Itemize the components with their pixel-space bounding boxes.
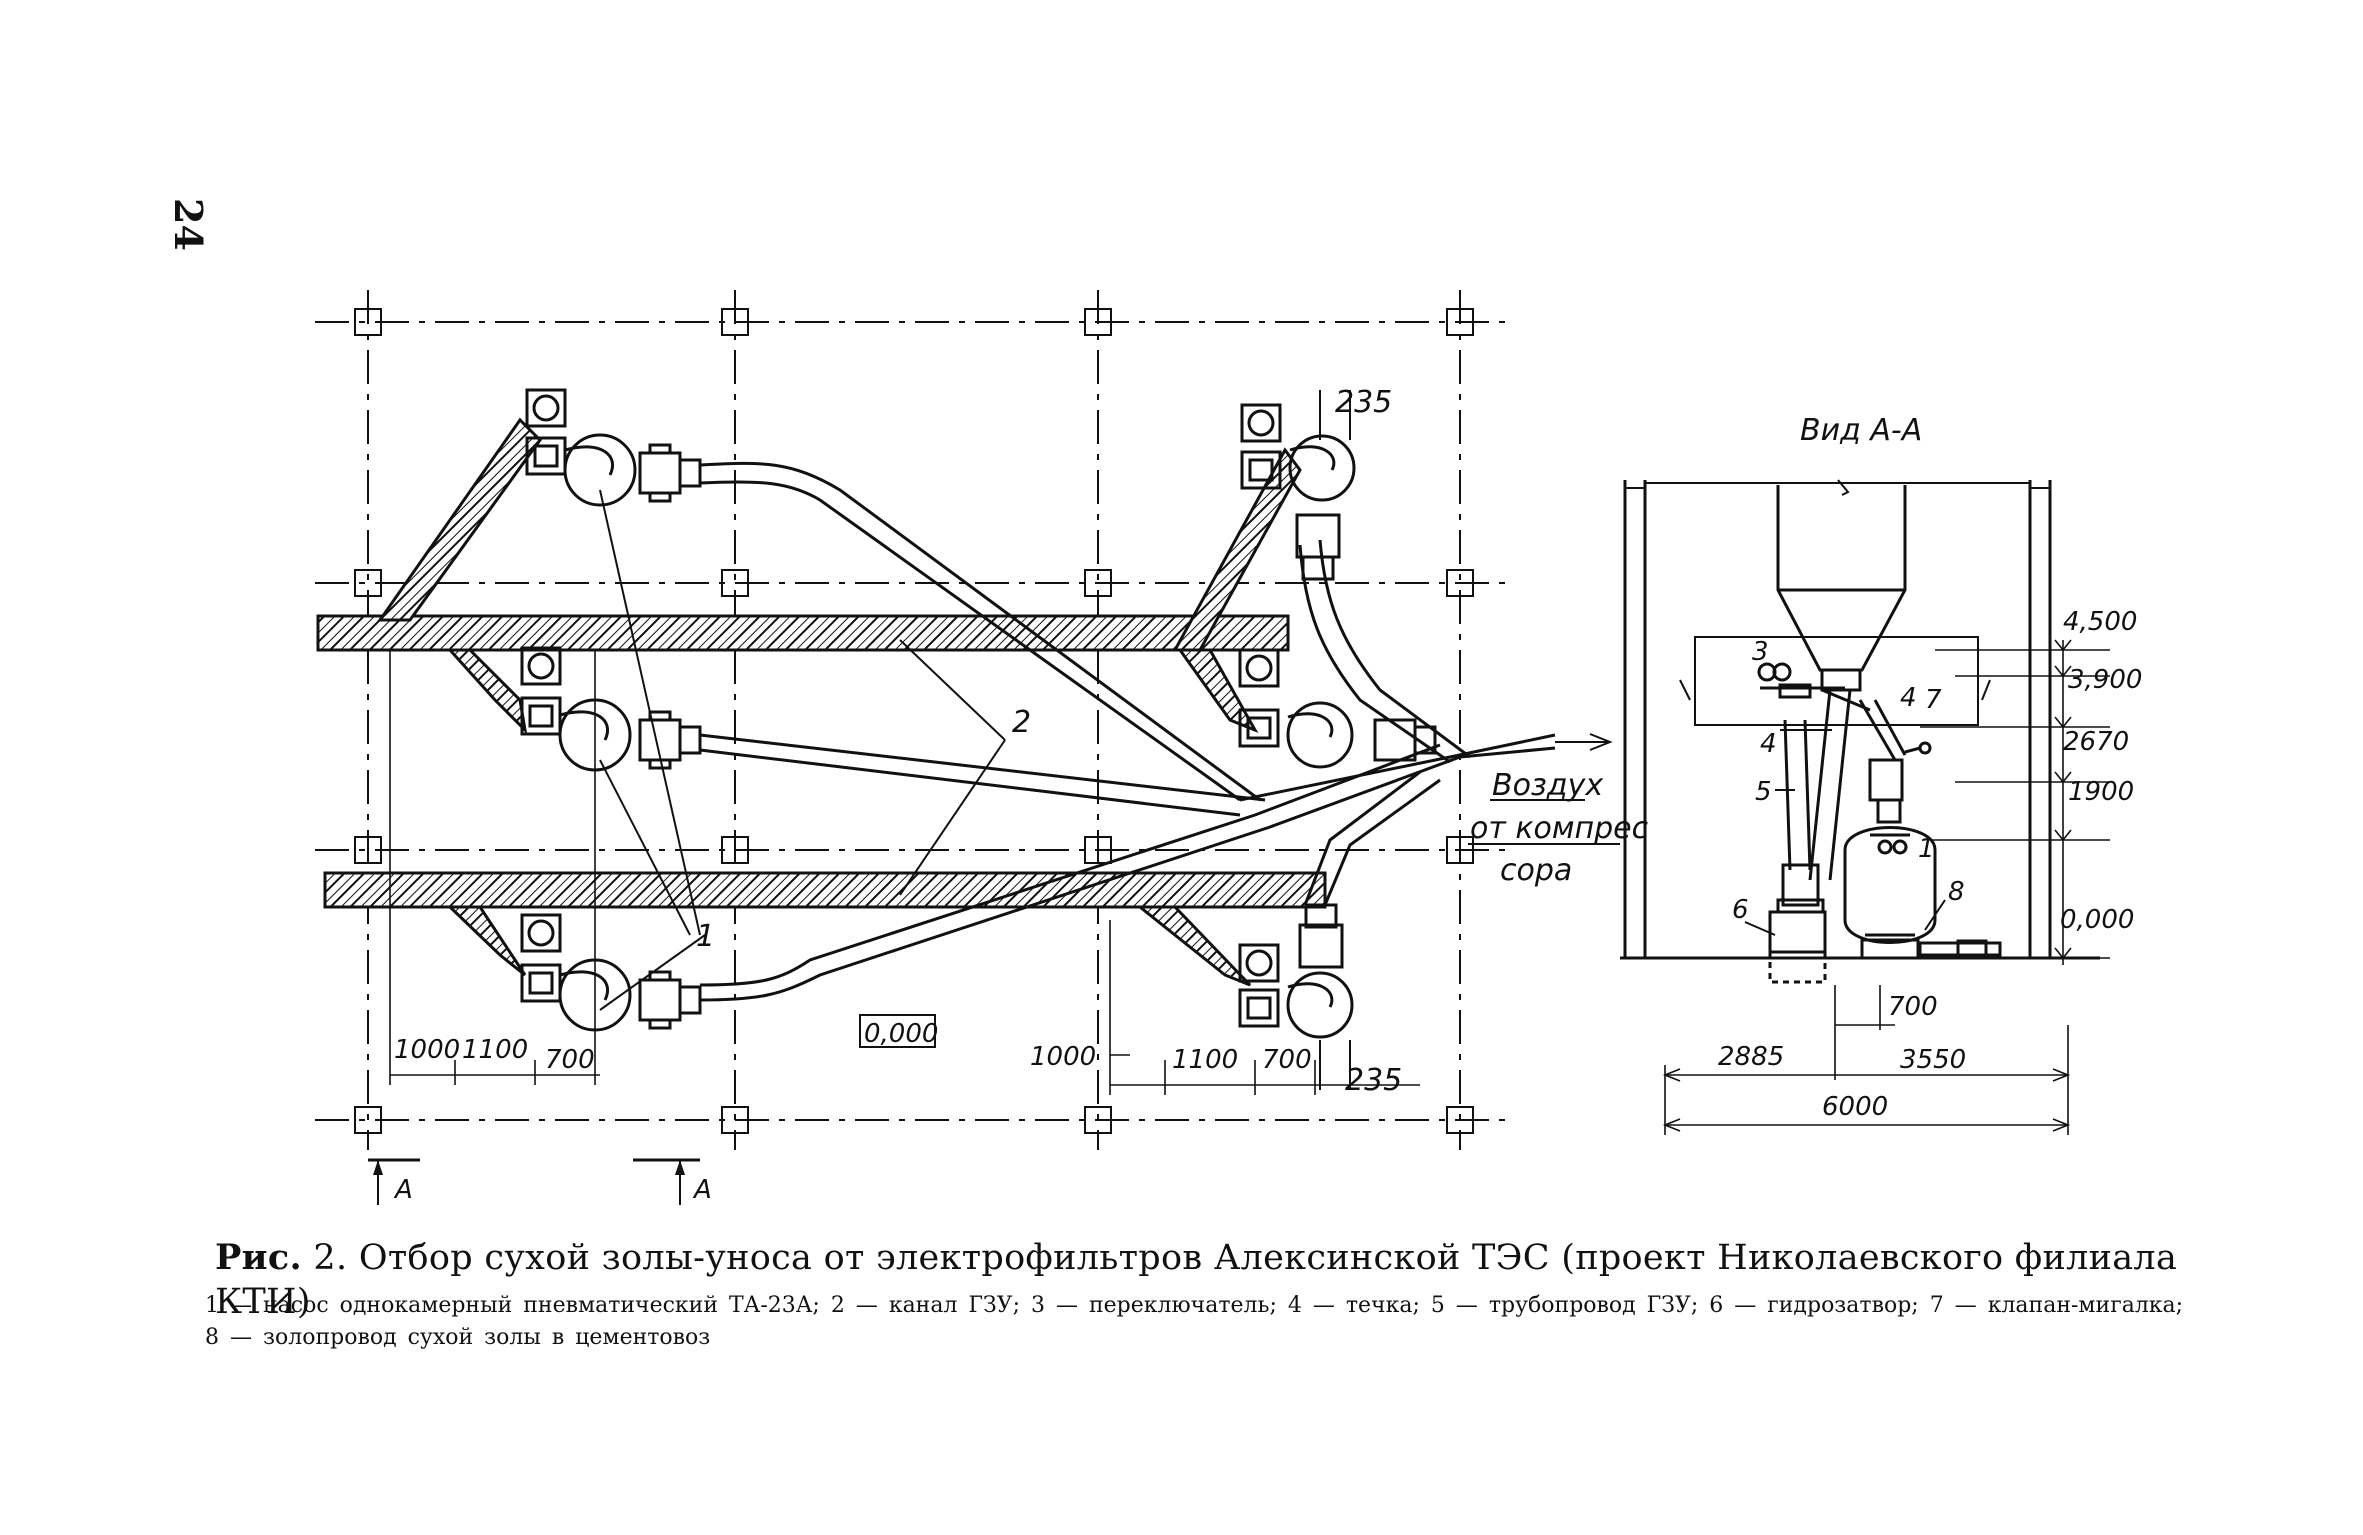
part-4a: 4 [1900,683,1917,713]
figure-caption: Рис. 2. Отбор сухой золы-уноса от электр… [215,1236,2205,1324]
plan-dimensions-left: 1000 1100 700 [389,650,600,1085]
label-pump-1: 1 [696,919,715,954]
part-7: 7 [1925,685,1942,715]
caption-prefix: Рис. [215,1237,302,1278]
section-mark-a-1: A [393,1175,413,1205]
level-marks: 4,500 3,900 2670 1900 0,000 [1920,607,2142,965]
dim-left-700: 700 [545,1045,595,1075]
level-box [859,1014,936,1048]
dim-700-section: 700 [1888,992,1938,1022]
leader-lines [599,390,1351,1090]
dim-right-1000: 1000 [1030,1042,1096,1072]
part-8: 8 [1948,877,1965,907]
level-4500: 4,500 [2063,607,2137,637]
dim-3550: 3550 [1900,1045,1966,1075]
service-platform [1694,636,1979,726]
grid-axes [315,290,1510,1150]
part-numbers: 3 4 7 4 5 1 6 8 [1679,637,1991,936]
air-label-line3: сора [1500,853,1572,888]
hydro-seal-6 [1768,910,1827,984]
plan-view: 235 235 2 1 0,000 1000 1100 700 1000 110… [315,290,1649,1205]
label-235-top: 235 [1335,385,1392,420]
part-4b: 4 [1760,729,1777,759]
dim-left-1100: 1100 [462,1035,528,1065]
level-3900: 3,900 [2068,665,2142,695]
level-0000: 0,000 [2060,905,2134,935]
column-markers [354,308,1474,1134]
section-mark-a-2: A [692,1175,712,1205]
legend-text: 1 — насос однокамерный пневматический ТА… [205,1293,2184,1350]
section-marks: A A [368,1158,712,1205]
section-walls [1620,480,2100,960]
dim-left-1000: 1000 [394,1035,460,1065]
dim-2885: 2885 [1718,1042,1784,1072]
page-number: 24 [166,198,211,251]
plan-dimensions-right: 1000 1100 700 [1030,920,1420,1095]
switch-and-chute [1757,662,1932,881]
dim-right-700: 700 [1262,1045,1312,1075]
caption-text: Отбор сухой золы-уноса от электрофильтро… [215,1238,2178,1322]
section-title: Вид А-А [1800,413,1922,448]
gzu-channel-upper [316,417,1302,735]
pump-assemblies [520,388,1437,1039]
figure-legend: 1 — насос однокамерный пневматический ТА… [205,1290,2205,1354]
ash-line-8 [1918,899,2002,959]
section-view: Вид А-А [1620,413,2142,1135]
air-label-line2: от компрес [1470,811,1649,846]
pump-1-section [1843,758,1937,960]
level-1900: 1900 [2068,777,2134,807]
part-5: 5 [1755,777,1772,807]
level-2670: 2670 [2063,727,2129,757]
part-1: 1 [1918,834,1935,864]
part-6: 6 [1732,895,1749,925]
dim-6000: 6000 [1822,1092,1888,1122]
dim-right-1100: 1100 [1172,1045,1238,1075]
ash-pipelines [699,461,1613,1002]
air-label-line1: Воздух [1492,768,1603,803]
gzu-pipe-5 [1776,719,1825,914]
ash-hopper [1776,479,1907,692]
label-channel-2: 2 [1012,705,1031,740]
section-dimensions: 700 2885 3550 6000 [1662,985,2071,1135]
label-level-plan: 0,000 [864,1019,938,1049]
label-235-bottom: 235 [1345,1063,1402,1098]
part-3: 3 [1752,637,1769,667]
gzu-channel-lower [323,871,1327,987]
caption-number: 2. [313,1238,348,1278]
